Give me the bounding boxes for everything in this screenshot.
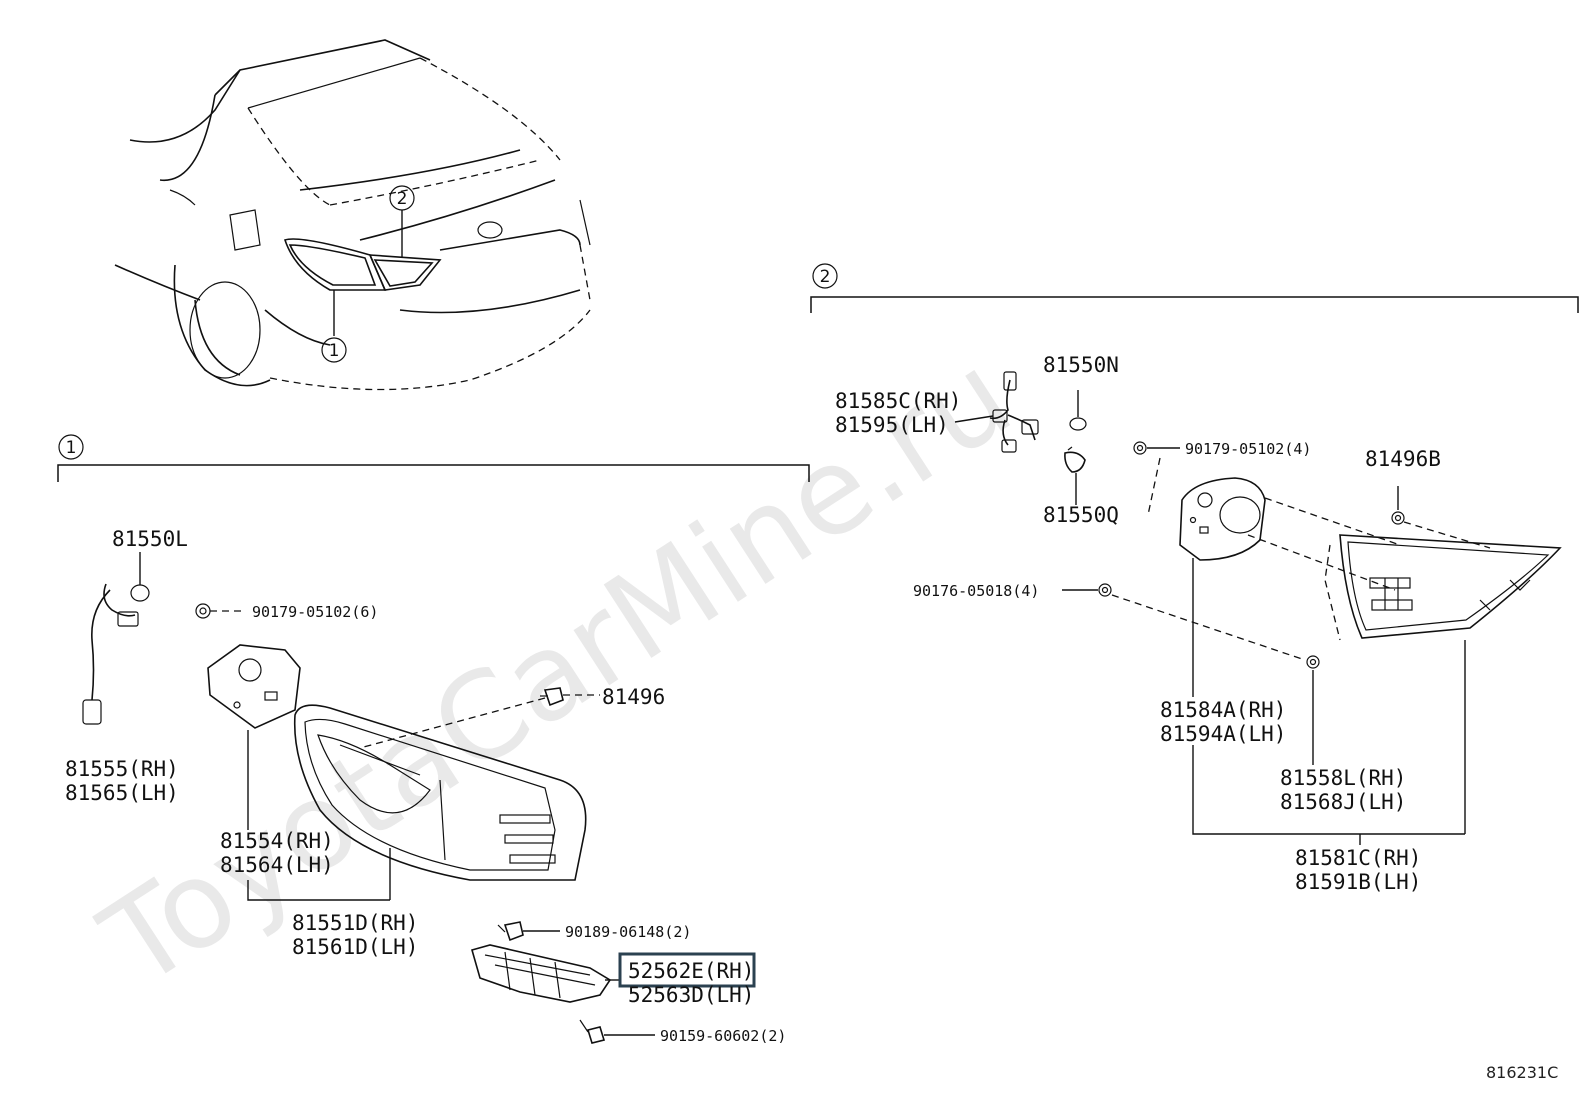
bulb-81550n bbox=[1069, 390, 1087, 431]
label-90179-4: 90179-05102(4) bbox=[1185, 440, 1311, 458]
svg-text:1: 1 bbox=[329, 341, 340, 361]
label-81551d-rh: 81551D(RH) bbox=[292, 911, 418, 935]
group-2-bracket: 2 bbox=[810, 263, 1579, 313]
screw-90189 bbox=[497, 921, 560, 942]
nut-90179-g1 bbox=[195, 603, 245, 619]
lamp-81581c bbox=[1339, 534, 1562, 834]
label-81568j-lh: 81568J(LH) bbox=[1280, 790, 1406, 814]
lens-81558l bbox=[1306, 544, 1341, 765]
label-90176: 90176-05018(4) bbox=[913, 582, 1039, 600]
callout-2-car: 2 bbox=[389, 185, 415, 211]
diagram-code: 816231C bbox=[1486, 1063, 1558, 1082]
svg-text:1: 1 bbox=[66, 438, 77, 458]
label-81595-lh: 81595(LH) bbox=[835, 413, 949, 437]
label-81550l: 81550L bbox=[112, 527, 188, 551]
label-81564-lh: 81564(LH) bbox=[220, 853, 334, 877]
label-90189: 90189-06148(2) bbox=[565, 923, 691, 941]
gasket-81554 bbox=[207, 644, 301, 830]
label-52562e-rh: 52562E(RH) bbox=[628, 959, 754, 983]
label-81584a-rh: 81584A(RH) bbox=[1160, 698, 1286, 722]
label-81496: 81496 bbox=[602, 685, 665, 709]
label-81550q: 81550Q bbox=[1043, 503, 1119, 527]
label-81550n: 81550N bbox=[1043, 353, 1119, 377]
label-52563d-lh: 52563D(LH) bbox=[628, 983, 754, 1007]
lamp-81581c-bracket-line bbox=[1192, 745, 1465, 835]
nut-90176 bbox=[1062, 583, 1306, 661]
label-81594a-lh: 81594A(LH) bbox=[1160, 722, 1286, 746]
nut-90179-g2 bbox=[1133, 441, 1180, 516]
label-81554-rh: 81554(RH) bbox=[220, 829, 334, 853]
svg-text:2: 2 bbox=[820, 267, 831, 287]
group-1-bracket: 1 bbox=[57, 434, 810, 482]
socket-wire-81585c bbox=[954, 371, 1039, 453]
label-81558l-rh: 81558L(RH) bbox=[1280, 766, 1406, 790]
label-81555-rh: 81555(RH) bbox=[65, 757, 179, 781]
label-90159: 90159-60602(2) bbox=[660, 1027, 786, 1045]
label-90179-6: 90179-05102(6) bbox=[252, 603, 378, 621]
car-rear-view bbox=[114, 39, 591, 391]
label-81565-lh: 81565(LH) bbox=[65, 781, 179, 805]
bracket-52562e bbox=[471, 944, 620, 1003]
callout-1-car: 1 bbox=[321, 337, 347, 363]
label-81591b-lh: 81591B(LH) bbox=[1295, 870, 1421, 894]
bolt-90159 bbox=[579, 1019, 655, 1044]
label-81581c-rh: 81581C(RH) bbox=[1295, 846, 1421, 870]
label-81496b: 81496B bbox=[1365, 447, 1441, 471]
svg-text:2: 2 bbox=[397, 189, 408, 209]
lamp-81551d-bracket-line bbox=[247, 880, 390, 901]
label-81561d-lh: 81561D(LH) bbox=[292, 935, 418, 959]
socket-wire-81555 bbox=[82, 552, 150, 725]
lamp-81551d bbox=[293, 704, 587, 900]
bulb-81550q bbox=[1064, 446, 1086, 505]
clip-81496 bbox=[359, 687, 600, 749]
gasket-81584a bbox=[1179, 477, 1401, 697]
label-81585c-rh: 81585C(RH) bbox=[835, 389, 961, 413]
highlight-52562e bbox=[618, 952, 756, 988]
